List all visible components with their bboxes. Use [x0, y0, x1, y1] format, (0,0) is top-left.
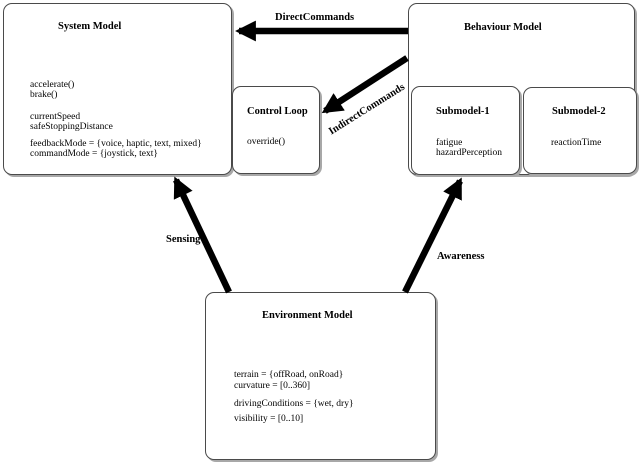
node-submodel-1: Submodel-1 fatigue hazardPerception [411, 86, 520, 175]
attribute-line: reactionTime [551, 138, 602, 148]
attribute-line: fatigue [436, 138, 463, 148]
attribute-line: commandMode = {joystick, text} [30, 149, 158, 159]
attribute-line: override() [247, 137, 285, 147]
attribute-line: safeStoppingDistance [30, 122, 113, 132]
attribute-line: feedbackMode = {voice, haptic, text, mix… [30, 139, 202, 149]
node-title: Control Loop [247, 106, 308, 117]
attribute-line: brake() [30, 90, 58, 100]
arrow-label-awareness: Awareness [437, 251, 485, 262]
node-title: Submodel-1 [436, 106, 490, 117]
node-title: Environment Model [262, 310, 353, 321]
attribute-line: curvature = [0..360] [234, 381, 311, 391]
arrow-label-sensing: Sensing [166, 234, 201, 245]
node-title: Behaviour Model [464, 22, 542, 33]
arrow-label-direct-commands: DirectCommands [275, 12, 355, 23]
attribute-line: currentSpeed [30, 112, 81, 122]
attribute-line: drivingConditions = {wet, dry} [234, 399, 354, 409]
node-control-loop: Control Loop override() [232, 86, 320, 174]
attribute-line: visibility = [0..10] [234, 414, 304, 424]
node-submodel-2: Submodel-2 reactionTime [523, 87, 637, 174]
attribute-line: hazardPerception [436, 148, 502, 158]
attribute-line: accelerate() [30, 80, 75, 90]
arrow-awareness [402, 177, 463, 294]
attribute-line: terrain = {offRoad, onRoad} [234, 370, 344, 380]
node-environment-model: Environment Model terrain = {offRoad, on… [205, 292, 436, 460]
node-title: Submodel-2 [552, 106, 606, 117]
node-title: System Model [58, 21, 122, 32]
node-system-model: System Model accelerate() brake() curren… [3, 3, 232, 175]
arrow-label-indirect-commands: IndirectCommands [327, 81, 407, 138]
